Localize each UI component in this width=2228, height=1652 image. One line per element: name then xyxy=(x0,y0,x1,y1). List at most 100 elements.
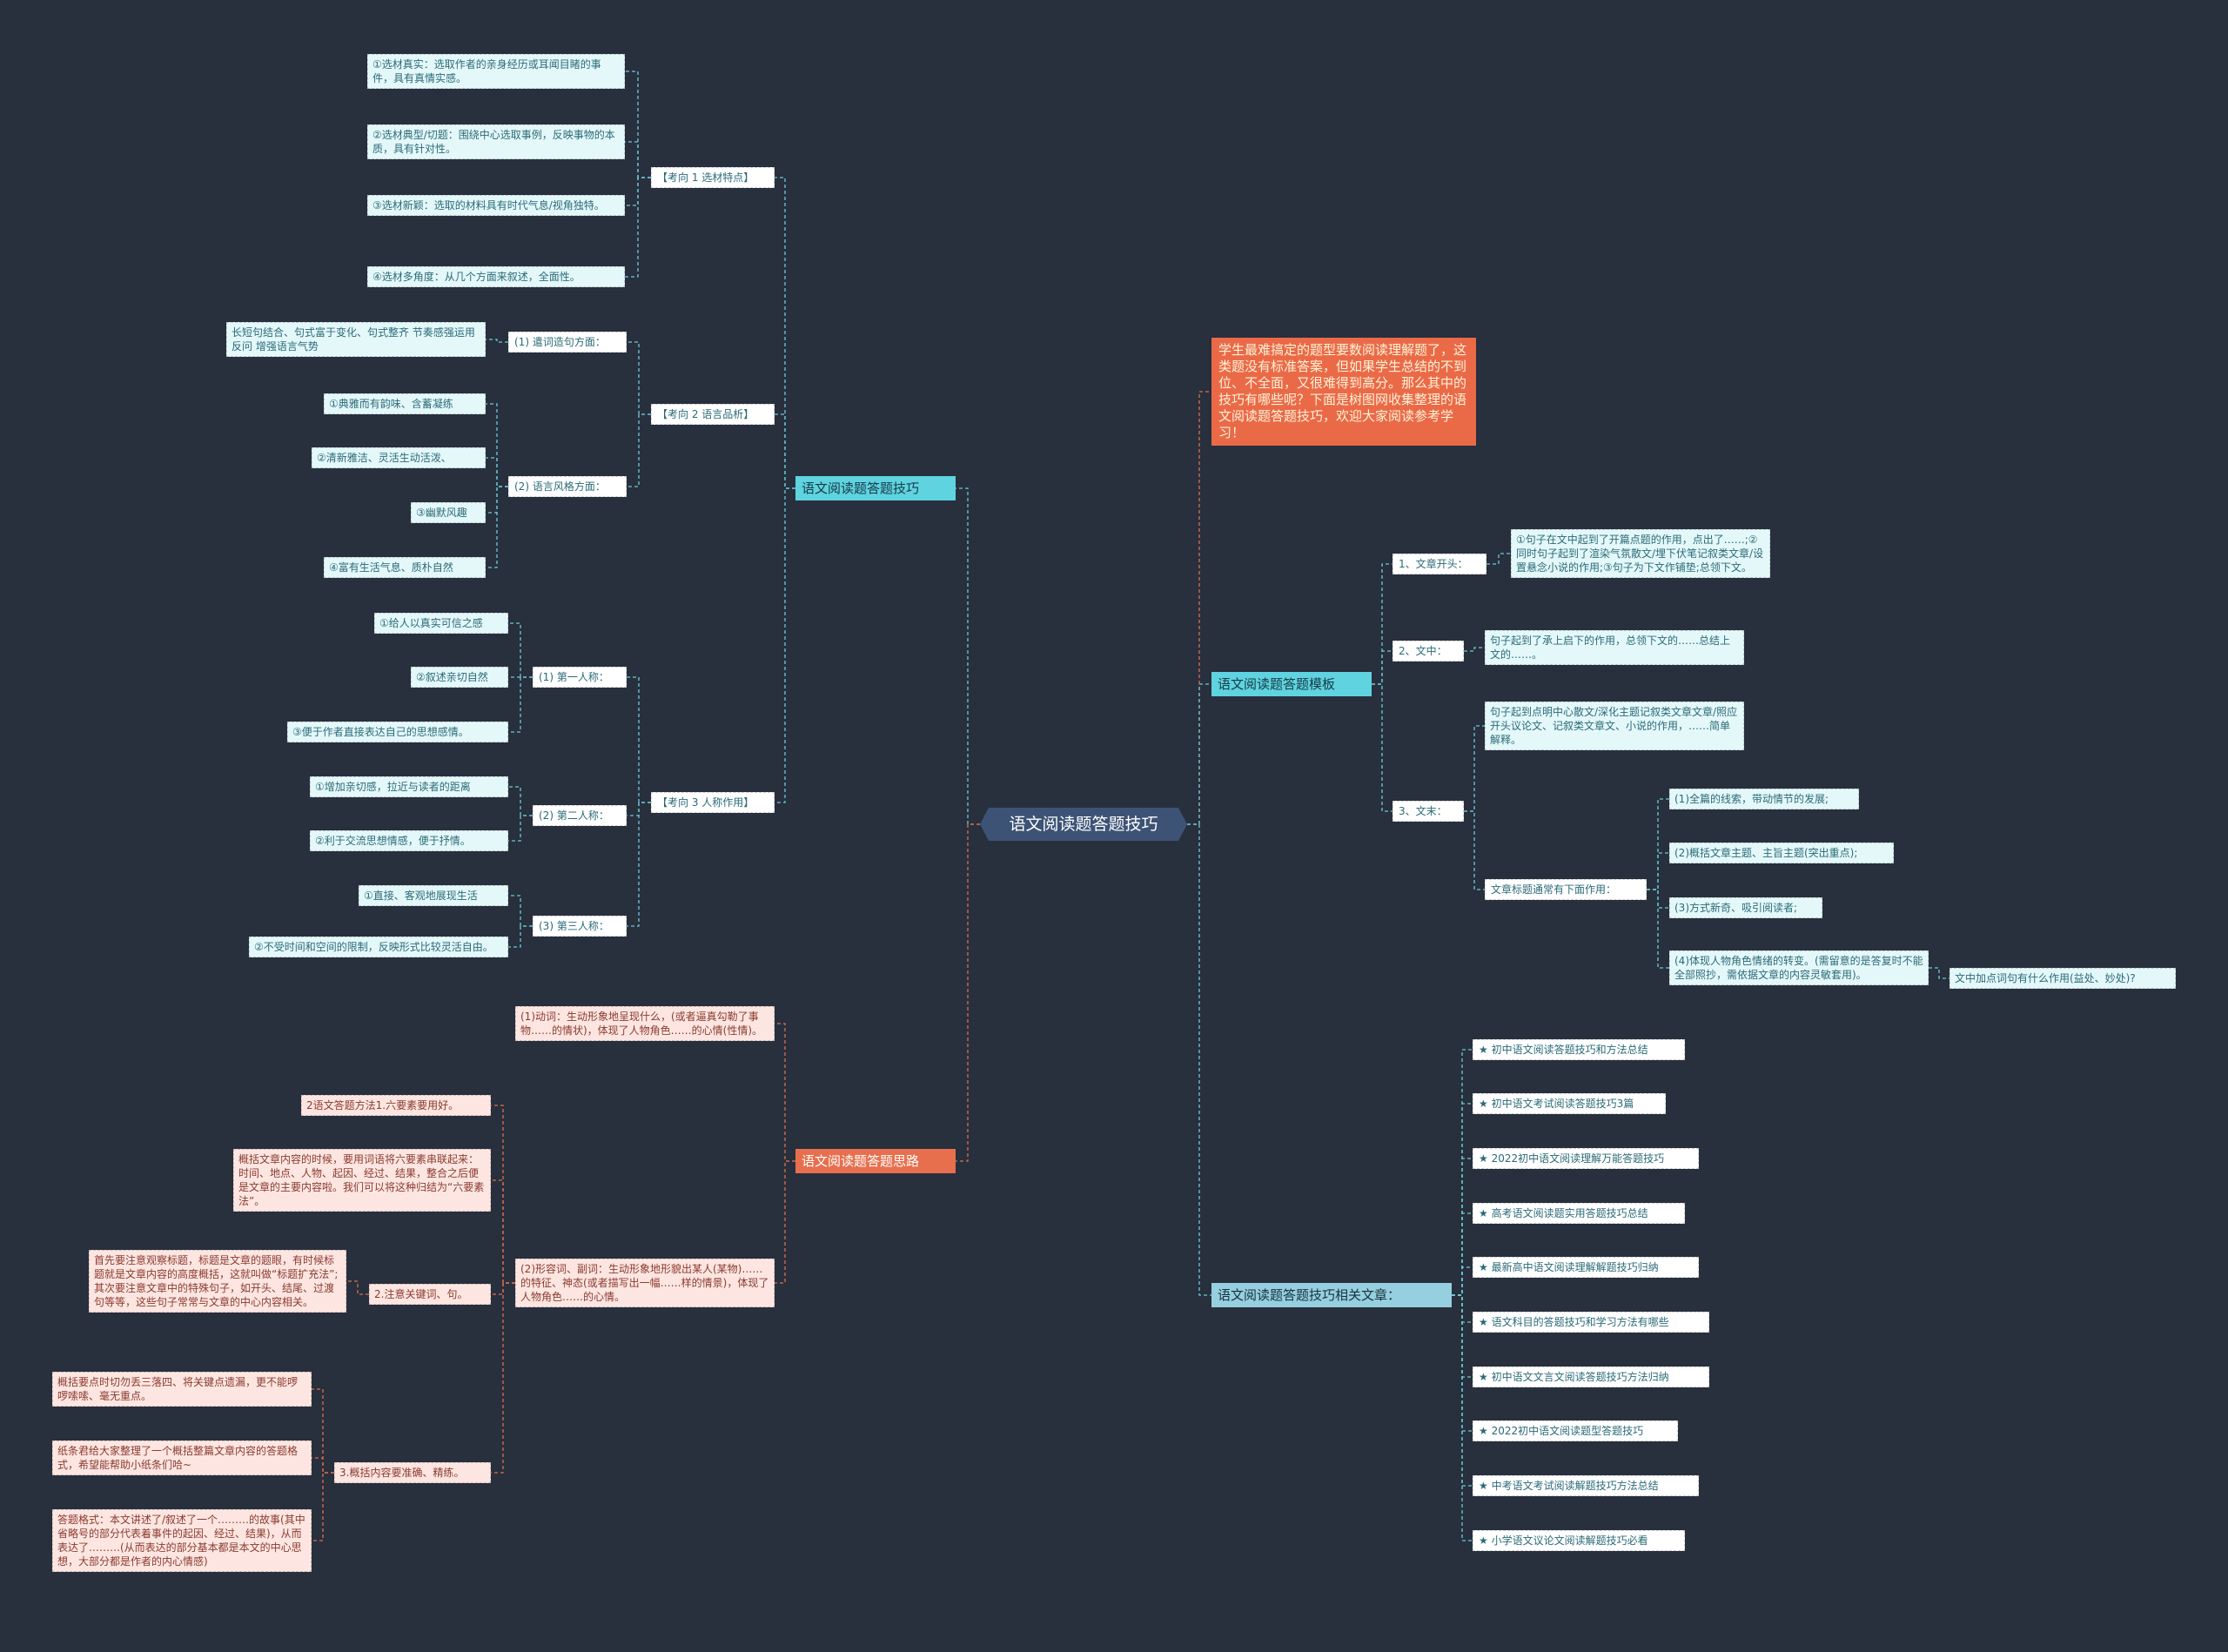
k2s2-link-1 xyxy=(486,403,508,487)
k1-item-4[interactable]: ④选材多角度：从几个方面来叙述，全面性。 xyxy=(367,266,625,287)
k3-p2-item-1[interactable]: ①增加亲切感，拉近与读者的距离 xyxy=(310,776,508,797)
headline-item-3[interactable]: (3)方式新奇、吸引阅读者; xyxy=(1669,897,1822,918)
related-item-2[interactable]: ★ 初中语文考试阅读答题技巧3篇 xyxy=(1473,1093,1666,1114)
intro-node[interactable]: 学生最难搞定的题型要数阅读理解题了，这类题没有标准答案，但如果学生总结的不到位、… xyxy=(1211,338,1476,446)
ideas-c2[interactable]: (2)形容词、副词：生动形象地形貌出某人(某物)……的特征、神态(或者描写出一幅… xyxy=(515,1259,775,1307)
t3-title[interactable]: 3、文末： xyxy=(1392,801,1464,822)
ideas-link-2 xyxy=(775,1160,795,1284)
k2-link-2 xyxy=(627,413,651,487)
ideas-sub-4-item-3[interactable]: 答题格式：本文讲述了/叙述了一个………的故事(其中省略号的部分代表着事件的起因、… xyxy=(52,1509,312,1572)
headline-title[interactable]: 文章标题通常有下面作用： xyxy=(1485,879,1647,900)
k2-title[interactable]: 【考向 2 语言品析】 xyxy=(651,404,775,425)
k3-p2-title[interactable]: (2) 第二人称： xyxy=(533,805,627,826)
ideas3-link-1 xyxy=(346,1280,369,1295)
k2s2-link-4 xyxy=(486,486,508,568)
related-item-6[interactable]: ★ 语文科目的答题技巧和学习方法有哪些 xyxy=(1473,1312,1709,1333)
skills-link-2 xyxy=(775,413,795,489)
k3p3-link-1 xyxy=(508,895,533,927)
hl-link-4 xyxy=(1647,889,1669,969)
related-item-8[interactable]: ★ 2022初中语文阅读题型答题技巧 xyxy=(1473,1420,1678,1441)
t2-title[interactable]: 2、文中： xyxy=(1392,641,1464,661)
related-item-5[interactable]: ★ 最新高中语文阅读理解解题技巧归纳 xyxy=(1473,1257,1699,1278)
t2-link-1 xyxy=(1464,647,1485,652)
k2s1-link-1 xyxy=(486,339,508,343)
ideasc2-link-2 xyxy=(491,1179,515,1284)
skills-link-3 xyxy=(775,487,795,803)
k2-s2-title[interactable]: (2) 语言风格方面： xyxy=(508,476,627,497)
t3-link-2 xyxy=(1464,810,1485,890)
t2-item[interactable]: 句子起到了承上启下的作用，总领下文的……总结上文的……。 xyxy=(1485,630,1744,665)
ideas4-link-2 xyxy=(312,1457,334,1474)
k1-item-1[interactable]: ①选材真实：选取作者的亲身经历或耳闻目睹的事件，具有真情实感。 xyxy=(367,54,625,89)
ideas-sub-4-item-1[interactable]: 概括要点时切勿丢三落四、将关键点遗漏，更不能啰啰嗦嗦、毫无重点。 xyxy=(52,1372,312,1407)
k3-p2-item-2[interactable]: ②利于交流思想情感，便于抒情。 xyxy=(310,830,508,851)
ideas-c1[interactable]: (1)动词：生动形象地呈现什么，(或者逼真勾勒了事物……的情状)，体现了人物角色… xyxy=(515,1006,775,1041)
ideasc2-link-4 xyxy=(491,1282,515,1474)
k3-p1-item-2[interactable]: ②叙述亲切自然 xyxy=(411,667,508,688)
hl4-link-1 xyxy=(1929,967,1950,979)
k1-item-2[interactable]: ②选材典型/切题：围绕中心选取事例，反映事物的本质，具有针对性。 xyxy=(367,124,625,159)
k1-link-4 xyxy=(625,177,651,278)
ideas-sub-1-title[interactable]: 2语文答题方法1.六要素要用好。 xyxy=(301,1095,491,1116)
k3-title[interactable]: 【考向 3 人称作用】 xyxy=(651,792,775,813)
ideas4-link-1 xyxy=(312,1388,334,1474)
headline-extra[interactable]: 文中加点词句有什么作用(益处、妙处)? xyxy=(1950,968,2176,989)
branch-skills[interactable]: 语文阅读题答题技巧 xyxy=(795,476,956,500)
ideas-sub-3-title[interactable]: 2.注意关键词、句。 xyxy=(369,1284,491,1305)
branch-template[interactable]: 语文阅读题答题模板 xyxy=(1211,672,1372,696)
k3-p1-title[interactable]: (1) 第一人称： xyxy=(533,667,627,688)
k2-s1-title[interactable]: (1) 遣词造句方面： xyxy=(508,332,627,353)
root-skills-link-1 xyxy=(956,487,980,825)
hl-link-2 xyxy=(1647,852,1669,890)
related-item-7[interactable]: ★ 初中语文文言文阅读答题技巧方法归纳 xyxy=(1473,1367,1709,1387)
k1-title[interactable]: 【考向 1 选材特点】 xyxy=(651,167,775,188)
root-right-link-2 xyxy=(1187,823,1211,1296)
k2-s1-item-1[interactable]: 长短句结合、句式富于变化、句式整齐 节奏感强运用反问 增强语言气势 xyxy=(226,322,486,357)
root-ideas-link-1 xyxy=(956,823,980,1162)
related-item-9[interactable]: ★ 中考语文考试阅读解题技巧方法总结 xyxy=(1473,1475,1699,1496)
headline-item-2[interactable]: (2)概括文章主题、主旨主题(突出重点); xyxy=(1669,843,1894,863)
branch-ideas[interactable]: 语文阅读题答题思路 xyxy=(795,1149,956,1173)
headline-item-4[interactable]: (4)体现人物角色情绪的转变。(需留意的是答复时不能全部照抄，需依据文章的内容灵… xyxy=(1669,950,1929,985)
rel-link-4 xyxy=(1452,1212,1473,1296)
k3-link-3 xyxy=(627,802,651,927)
k1-link-1 xyxy=(625,71,651,178)
ideas-sub-3-item[interactable]: 首先要注意观察标题，标题是文章的题眼，有时候标题就是文章内容的高度概括，这就叫做… xyxy=(89,1250,346,1313)
ideas-sub-2-item[interactable]: 概括文章内容的时候，要用词语将六要素串联起来：时间、地点、人物、起因、经过、结果… xyxy=(233,1149,491,1212)
related-item-1[interactable]: ★ 初中语文阅读答题技巧和方法总结 xyxy=(1473,1039,1685,1060)
t3-item[interactable]: 句子起到点明中心散文/深化主题记叙类文章文章/照应开头议论文、记叙类文章文、小说… xyxy=(1485,702,1744,750)
root-right-link-1 xyxy=(1187,683,1211,825)
rel-link-6 xyxy=(1452,1294,1473,1323)
k2-s2-item-3[interactable]: ③幽默风趣 xyxy=(411,502,486,523)
k3-p1-item-3[interactable]: ③便于作者直接表达自己的思想感情。 xyxy=(287,722,508,742)
branch-related[interactable]: 语文阅读题答题技巧相关文章： xyxy=(1211,1283,1452,1307)
tmpl-link-1 xyxy=(1372,563,1392,685)
headline-item-1[interactable]: (1)全篇的线索，带动情节的发展; xyxy=(1669,789,1859,809)
rel-link-1 xyxy=(1452,1049,1473,1296)
t1-item[interactable]: ①句子在文中起到了开篇点题的作用，点出了……;②同时句子起到了渲染气氛散文/埋下… xyxy=(1511,529,1770,578)
k3p1-link-1 xyxy=(508,622,533,678)
t1-title[interactable]: 1、文章开头： xyxy=(1392,554,1486,574)
skills-link-1 xyxy=(775,177,795,489)
root-node[interactable]: 语文阅读题答题技巧 xyxy=(980,808,1187,841)
ideas-sub-4-item-2[interactable]: 纸条君给大家整理了一个概括整篇文章内容的答题格式，希望能帮助小纸条们哈~ xyxy=(52,1440,312,1475)
k3-p3-item-2[interactable]: ②不受时间和空间的限制，反映形式比较灵活自由。 xyxy=(249,937,508,957)
k2-s2-item-2[interactable]: ②清新雅洁、灵活生动活泼、 xyxy=(312,447,486,468)
ideas-sub-4-title[interactable]: 3.概括内容要准确、精练。 xyxy=(334,1462,491,1483)
k3-link-1 xyxy=(627,676,651,803)
related-item-4[interactable]: ★ 高考语文阅读题实用答题技巧总结 xyxy=(1473,1203,1685,1224)
t1-link-1 xyxy=(1486,553,1511,565)
k3-p3-title[interactable]: (3) 第三人称： xyxy=(533,916,627,937)
ideas4-link-3 xyxy=(312,1472,334,1541)
k3-p1-item-1[interactable]: ①给人以真实可信之感 xyxy=(374,613,508,634)
related-item-3[interactable]: ★ 2022初中语文阅读理解万能答题技巧 xyxy=(1473,1148,1699,1169)
tmpl-link-3 xyxy=(1372,683,1392,812)
k3p2-link-2 xyxy=(508,815,533,842)
k2-s2-item-1[interactable]: ①典雅而有韵味、含蓄凝练 xyxy=(324,393,486,414)
k2-s2-item-4[interactable]: ④富有生活气息、质朴自然 xyxy=(324,557,486,578)
k3-p3-item-1[interactable]: ①直接、客观地展现生活 xyxy=(359,885,508,906)
related-item-10[interactable]: ★ 小学语文议论文阅读解题技巧必看 xyxy=(1473,1530,1685,1551)
k1-item-3[interactable]: ③选材新颖：选取的材料具有时代气息/视角独特。 xyxy=(367,195,625,216)
